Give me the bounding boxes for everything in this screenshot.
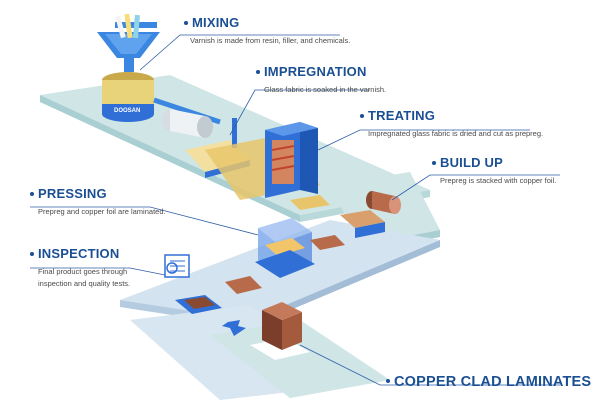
bullet-dot — [30, 251, 34, 256]
copper-foil-roll-front — [389, 196, 401, 214]
tank-label: DOOSAN — [114, 108, 140, 114]
leader-inspection — [30, 267, 166, 276]
funnel-neck — [124, 58, 134, 72]
bullet-dot — [360, 113, 364, 118]
stage-title-buildup: BUILD UP — [432, 155, 503, 170]
ingredient-tube-1 — [115, 15, 126, 39]
press-cage — [258, 218, 312, 244]
stage-title-treating: TREATING — [360, 108, 435, 123]
bullet-dot — [30, 191, 34, 196]
glass-fabric-roll-front — [197, 116, 213, 138]
buildup-title: BUILD UP — [440, 155, 503, 170]
buildup-description: Prepreg is stacked with copper foil. — [440, 176, 557, 185]
bullet-dot — [256, 69, 260, 74]
middle-platform-front — [250, 240, 440, 327]
bullet-dot — [386, 379, 390, 384]
mixing-tank: DOOSAN — [97, 13, 160, 122]
magnifier-lens — [166, 262, 178, 274]
stage-title-inspection: INSPECTION — [30, 246, 119, 261]
oven-window — [272, 140, 294, 184]
final-stack-front — [262, 310, 282, 350]
ingredient-tube-3 — [132, 14, 140, 39]
glass-fabric-roll — [170, 109, 205, 138]
inspection-product — [184, 297, 215, 309]
oven-coil-1 — [271, 145, 295, 151]
inspection-description-line-2: inspection and quality tests. — [38, 279, 131, 288]
stage-title-impregnation: IMPREGNATION — [256, 64, 367, 79]
final-stack-right — [282, 312, 302, 350]
treating-title: TREATING — [368, 108, 436, 123]
inspection-title: INSPECTION — [38, 246, 120, 261]
buildup-station — [290, 191, 401, 238]
stage-title-pressing: PRESSING — [30, 186, 107, 201]
leader-buildup — [391, 174, 560, 201]
pressing-description: Prepreg and copper foil are laminated. — [38, 207, 166, 216]
pressed-sheet-2 — [225, 276, 262, 294]
lower-right-platform — [210, 320, 390, 398]
copper-foil-roll — [372, 191, 395, 214]
final-stack-top — [262, 302, 302, 320]
leader-final — [299, 344, 560, 386]
treating-description: Impregnated glass fabric is dried and cu… — [368, 129, 544, 138]
buildup-stack-top — [340, 210, 385, 228]
tank-band — [102, 104, 154, 114]
pressing-title: PRESSING — [38, 186, 107, 201]
treating-oven — [265, 122, 318, 198]
pressed-sheet-1 — [310, 235, 345, 250]
press-base — [255, 250, 315, 278]
final-laminate-stack — [250, 302, 310, 360]
impregnation-description: Glass fabric is soaked in the varnish. — [264, 85, 387, 94]
leader-mixing — [139, 34, 340, 71]
inspection-description-line-1: Final product goes through — [38, 267, 128, 276]
impregnation-arm — [232, 118, 237, 148]
mixing-description: Varnish is made from resin, filler, and … — [190, 36, 351, 45]
mixing-title: MIXING — [192, 15, 240, 30]
stage-title-mixing: MIXING — [184, 15, 239, 30]
ingredient-tube-2 — [124, 13, 133, 39]
oven-coil-2 — [271, 155, 295, 161]
bullet-dot — [184, 20, 188, 25]
leader-pressing — [30, 206, 259, 236]
factory-floor — [40, 75, 440, 400]
inspection-station — [164, 254, 246, 336]
leader-impregnation — [229, 89, 370, 136]
prepreg-stack-top — [290, 195, 330, 210]
flow-arrow — [222, 320, 246, 336]
leader-treating — [317, 129, 530, 151]
funnel-inner — [105, 34, 152, 54]
bullet-dot — [432, 160, 436, 165]
press-laminate — [265, 238, 305, 256]
press-machine — [225, 218, 345, 294]
impregnation-title: IMPREGNATION — [264, 64, 367, 79]
final-title: COPPER CLAD LAMINATES — [394, 374, 592, 390]
oven-coil-3 — [271, 165, 295, 171]
leader-lines — [30, 34, 560, 386]
buildup-stack-side — [355, 222, 385, 238]
oven-top — [265, 122, 318, 136]
stage-title-final: COPPER CLAD LAMINATES — [386, 374, 591, 390]
oven-side — [300, 122, 318, 194]
